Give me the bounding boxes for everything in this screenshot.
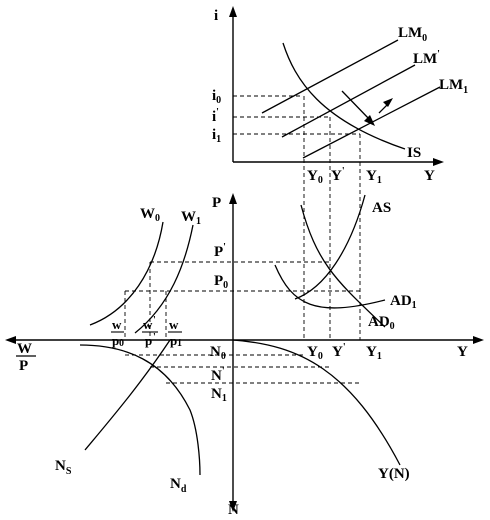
lm0-curve (261, 39, 399, 114)
as-label: AS (372, 200, 391, 216)
svg-text:P: P (19, 358, 28, 374)
top-y0-tick-label: Y0 (307, 168, 323, 186)
svg-text:p: p (145, 333, 152, 348)
labour-axis-arrowhead (229, 501, 237, 512)
production-panel: N0 N' N1 Y(N) (125, 339, 410, 482)
n-prime-tick-label: N' (211, 366, 225, 384)
ad1-curve (300, 204, 386, 328)
real-wage-axis-label: W P (16, 341, 36, 374)
real-wage-axis-arrowhead (5, 336, 16, 344)
interest-axis-arrowhead (229, 6, 237, 17)
labour-market-panel: NS Nd (55, 339, 201, 495)
y0-tick-label: Y0 (307, 344, 323, 362)
svg-text:': ' (153, 315, 156, 326)
is-label: IS (407, 145, 421, 161)
wage-panel: W0 W1 w p 0 w ' p ' w p 1 (89, 206, 201, 349)
output-axis-label: Y (457, 344, 468, 360)
nd-label: Nd (170, 476, 187, 495)
as-ad-panel: AS AD1 AD0 P' P0 Y0 Y' Y1 (125, 194, 417, 362)
ad0-label: AD0 (368, 314, 395, 332)
production-function-label: Y(N) (378, 466, 410, 482)
lm-prime-curve (281, 64, 416, 138)
price-axis-label: P (212, 195, 221, 211)
svg-text:w: w (169, 317, 179, 332)
w1-curve (134, 224, 194, 334)
svg-text:1: 1 (177, 338, 182, 349)
svg-text:W: W (17, 341, 32, 357)
p-prime-tick-label: P' (214, 242, 226, 260)
labour-supply-curve (84, 339, 171, 451)
labour-axis-label: N (228, 502, 239, 518)
w1-label: W1 (181, 209, 201, 227)
svg-text:': ' (153, 332, 156, 343)
lm0-label: LM0 (398, 25, 427, 44)
p0-tick-label: P0 (214, 273, 228, 291)
ns-label: NS (55, 458, 72, 477)
top-y1-tick-label: Y1 (366, 168, 382, 186)
w0-curve (89, 221, 164, 326)
i-prime-tick-label: i' (212, 107, 219, 125)
n0-tick-label: N0 (210, 344, 226, 362)
top-output-axis-label: Y (424, 168, 435, 184)
price-axis-arrowhead (229, 193, 237, 204)
svg-text:w: w (143, 317, 153, 332)
lm-prime-label: LM' (413, 49, 440, 67)
labour-demand-curve (79, 344, 201, 476)
lm1-label: LM1 (439, 77, 468, 96)
svg-text:p: p (170, 333, 177, 348)
real-wage-w-p1-tick: w p 1 (168, 317, 182, 349)
interest-axis-label: i (214, 8, 218, 24)
ad0-curve (274, 264, 386, 309)
i0-tick-label: i0 (212, 88, 221, 106)
real-wage-w-p-prime-tick: w ' p ' (142, 315, 158, 348)
y-prime-tick-label: Y' (332, 342, 346, 360)
ad1-label: AD1 (390, 293, 417, 311)
main-axes: P Y N W P (5, 193, 484, 518)
w0-label: W0 (140, 206, 160, 224)
output-axis-arrowhead (473, 336, 484, 344)
as-curve (294, 194, 366, 300)
i1-tick-label: i1 (212, 127, 221, 145)
lm-shift-arrow-shaft (341, 90, 372, 122)
svg-text:w: w (112, 317, 122, 332)
is-curve (282, 42, 406, 150)
top-y-prime-tick-label: Y' (331, 166, 345, 184)
production-function-curve (232, 339, 401, 466)
svg-text:p: p (112, 333, 119, 348)
islm-panel: i Y LM0 LM' LM1 IS i0 i' i1 Y0 Y' Y1 (212, 6, 468, 340)
lm-shift-arrowhead (364, 115, 375, 126)
svg-text:0: 0 (119, 338, 124, 349)
top-output-axis-arrowhead (433, 158, 444, 166)
y1-tick-label: Y1 (366, 344, 382, 362)
real-wage-w-p0-tick: w p 0 (111, 317, 124, 349)
lm-return-arrowhead (383, 98, 393, 107)
n1-tick-label: N1 (211, 386, 227, 404)
